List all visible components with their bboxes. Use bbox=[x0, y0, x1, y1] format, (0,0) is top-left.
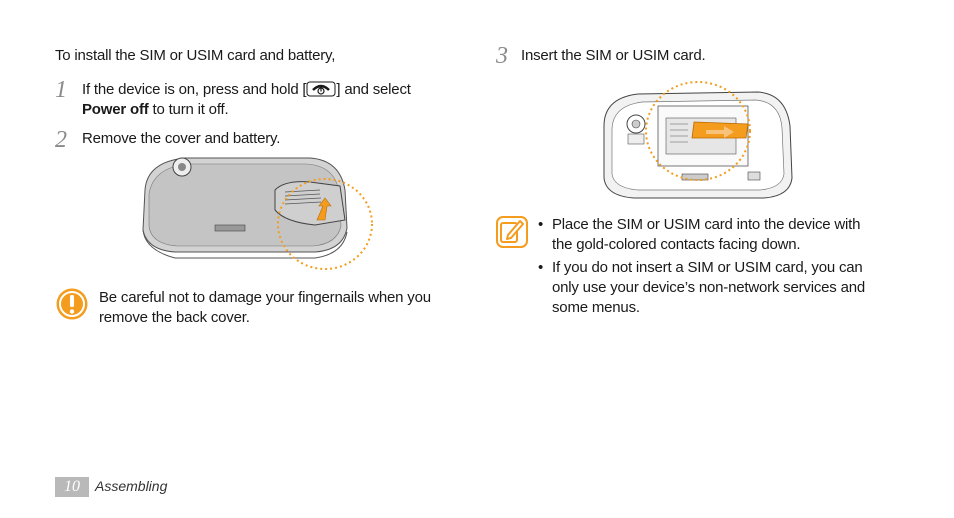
note-2-line-3: some menus. bbox=[552, 299, 640, 316]
step-1-text-before: If the device is on, press and hold [ bbox=[82, 81, 307, 98]
note-item-1: • Place the SIM or USIM card into the de… bbox=[538, 215, 902, 255]
phone-back-cover-illustration bbox=[142, 157, 373, 270]
page-number: 10 bbox=[55, 477, 89, 497]
intro-text: To install the SIM or USIM card and batt… bbox=[55, 47, 336, 64]
note-bullet-2: • bbox=[538, 259, 544, 276]
step-1-text-after: ] and select bbox=[336, 81, 411, 98]
caution-text: Be careful not to damage your fingernail… bbox=[99, 288, 469, 328]
note-item-2: • If you do not insert a SIM or USIM car… bbox=[538, 258, 902, 318]
note-1-line-1: Place the SIM or USIM card into the devi… bbox=[552, 216, 861, 233]
note-bullet-1: • bbox=[538, 216, 544, 233]
note-2-line-1: If you do not insert a SIM or USIM card,… bbox=[552, 259, 863, 276]
power-end-key-icon bbox=[306, 81, 336, 97]
step-1-text: If the device is on, press and hold [ ] a… bbox=[82, 80, 462, 120]
caution-line-1: Be careful not to damage your fingernail… bbox=[99, 289, 431, 306]
sim-insert-illustration bbox=[603, 81, 793, 199]
step-3-number: 3 bbox=[496, 43, 508, 69]
note-2-line-2: only use your device’s non-network servi… bbox=[552, 279, 865, 296]
note-1-line-2: the gold-colored contacts facing down. bbox=[552, 236, 801, 253]
caution-line-2: remove the back cover. bbox=[99, 309, 250, 326]
note-pencil-icon bbox=[496, 216, 528, 248]
power-off-label: Power off bbox=[82, 101, 149, 118]
section-label: Assembling bbox=[95, 478, 168, 494]
step-1-number: 1 bbox=[55, 77, 67, 103]
caution-icon bbox=[56, 288, 88, 320]
step-3-text: Insert the SIM or USIM card. bbox=[521, 47, 706, 64]
step-2-text: Remove the cover and battery. bbox=[82, 130, 281, 147]
step-2-number: 2 bbox=[55, 127, 67, 153]
step-1-text-end: to turn it off. bbox=[148, 101, 229, 118]
